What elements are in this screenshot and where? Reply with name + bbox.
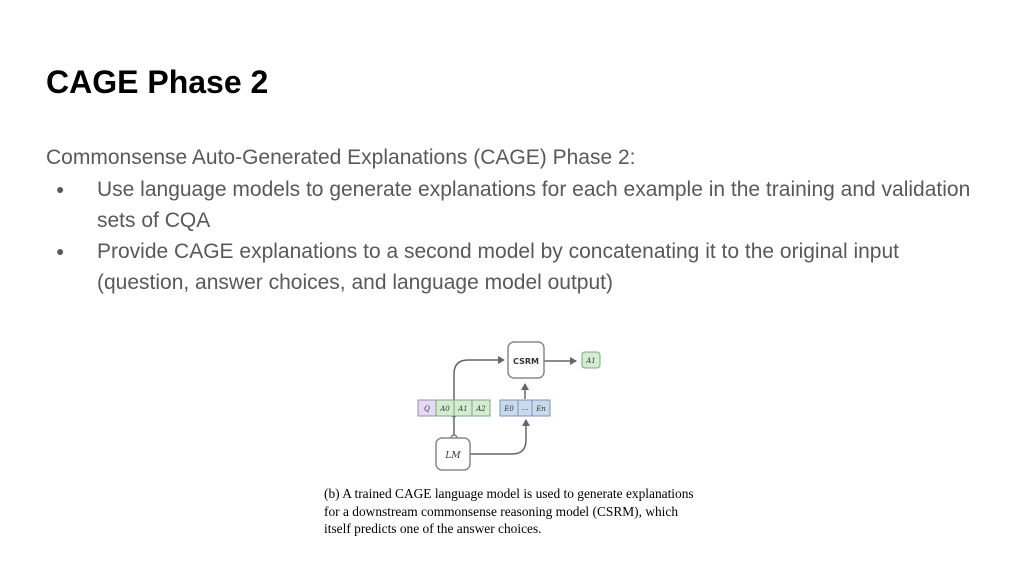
output-label: A1 — [585, 357, 596, 365]
answer-token-label: A1 — [457, 405, 468, 413]
bullet-text: Use language models to generate explanat… — [97, 178, 971, 232]
bullet-dot-icon: ● — [56, 243, 65, 259]
input-to-csrm-arrow — [453, 356, 505, 406]
cage-diagram-svg: CSRM A1 Q A0 A1 A2 E0 ... En LM — [417, 341, 601, 471]
lm-to-explanation-arrow — [470, 419, 530, 455]
answer-token — [471, 399, 491, 417]
csrm-node — [507, 341, 545, 379]
csrm-label: CSRM — [513, 357, 539, 366]
lm-label: LM — [444, 451, 461, 461]
question-token-label: Q — [424, 405, 430, 413]
intro-text: Commonsense Auto-Generated Explanations … — [46, 146, 636, 169]
bullet-list: ● Use language models to generate explan… — [46, 174, 986, 298]
lm-node — [435, 437, 471, 471]
bullet-dot-icon: ● — [56, 181, 65, 197]
bullet-text: Provide CAGE explanations to a second mo… — [97, 240, 899, 294]
bullet-item: ● Use language models to generate explan… — [46, 174, 986, 236]
figure-caption: (b) A trained CAGE language model is use… — [324, 486, 694, 536]
output-node — [581, 351, 601, 369]
bullet-item: ● Provide CAGE explanations to a second … — [46, 236, 986, 298]
answer-token-label: A2 — [475, 405, 486, 413]
explanation-token-label: E0 — [503, 405, 514, 413]
explanation-token-label: ... — [522, 404, 529, 412]
explanation-token-label: En — [535, 405, 546, 413]
explanation-token — [531, 399, 551, 417]
slide-title: CAGE Phase 2 — [46, 64, 269, 100]
cage-diagram: CSRM A1 Q A0 A1 A2 E0 ... En LM — [400, 330, 640, 480]
slide-body: Commonsense Auto-Generated Explanations … — [46, 142, 986, 298]
answer-token-label: A0 — [439, 405, 450, 413]
